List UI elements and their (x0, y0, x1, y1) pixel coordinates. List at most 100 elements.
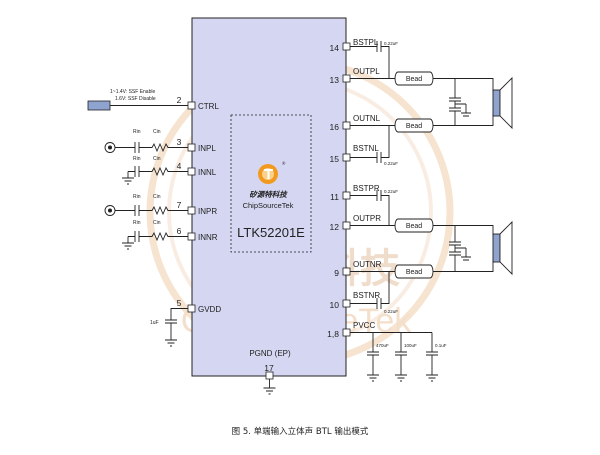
rin-label: Rin (133, 129, 141, 135)
rin-label: Rin (133, 194, 141, 200)
ground-icon (395, 374, 407, 382)
pin-name: BSTPL (353, 38, 379, 47)
pin-name: CTRL (198, 102, 219, 111)
pvcc-cap-label: 100uF (404, 343, 417, 348)
pin-name: OUTPR (353, 214, 381, 223)
pin-box (187, 143, 196, 152)
pin-number: 11 (330, 192, 339, 202)
speaker-icon (492, 89, 501, 117)
pin-box (342, 221, 351, 230)
boot-cap-label: 0.22uF (384, 309, 398, 314)
pin-name: BSTPR (353, 184, 380, 193)
pin-number: 9 (334, 268, 339, 278)
bead-label: Bead (406, 223, 422, 230)
pin-name: OUTNR (353, 260, 382, 269)
pin-name: INNR (198, 233, 218, 242)
pin-box (187, 304, 196, 313)
cin-label: Cin (153, 220, 161, 226)
ground-icon (263, 387, 276, 395)
pin-box (265, 371, 274, 380)
pin-box (342, 74, 351, 83)
ctrl-note-1: 1~1.4V: SSF Enable (110, 89, 155, 95)
chip-logo: ® 矽源特科技 ChipSourceTek (243, 160, 294, 210)
ctrl-input-port (87, 100, 111, 111)
ground-icon (461, 248, 471, 261)
pin-box (342, 191, 351, 200)
rin-label: Rin (133, 220, 141, 226)
boot-cap-label: 0.22uF (384, 161, 398, 166)
logo-registered: ® (282, 160, 286, 166)
gvdd-cap-label: 1uF (150, 320, 159, 326)
exposed-pad-outline (230, 114, 312, 253)
ferrite-bead-icon (394, 71, 434, 86)
gvdd-circuit: 1uF (150, 308, 188, 347)
pvcc-circuit: 470uF 100uF 0.1uF (350, 332, 447, 382)
pin-number: 10 (330, 300, 340, 310)
pin-name: INPR (198, 207, 217, 216)
pin-number: 1,8 (327, 329, 339, 339)
pin-number: 13 (330, 75, 340, 85)
pin-name: INNL (198, 168, 217, 177)
pin-box (342, 299, 351, 308)
pin-number: 4 (177, 161, 182, 171)
logo-cn: 矽源特科技 (249, 190, 288, 199)
pin-name: PVCC (353, 321, 375, 330)
speaker-icon (492, 233, 501, 263)
bead-label: Bead (406, 76, 422, 83)
input-right: Rin Cin Rin Cin (104, 194, 188, 250)
pin-name: GVDD (198, 305, 221, 314)
ground-icon (426, 374, 438, 382)
pin-number: 14 (330, 43, 340, 53)
boot-cap-label: 0.22uF (384, 189, 398, 194)
pin-box (187, 101, 196, 110)
logo-en: ChipSourceTek (243, 201, 294, 210)
pin-box (342, 42, 351, 51)
pin-number: 12 (330, 222, 340, 232)
pvcc-cap-label: 470uF (376, 343, 389, 348)
pin-number: 17 (264, 363, 274, 373)
pin-number: 15 (330, 154, 340, 164)
pgnd-label: PGND (EP) (249, 349, 291, 358)
pin-box (342, 153, 351, 162)
pin-box (187, 206, 196, 215)
ground-icon (367, 374, 379, 382)
ground-icon (122, 171, 134, 185)
speaker-cone-icon (499, 76, 513, 130)
ctrl-note-2: 1.6V: SSF Disable (115, 96, 156, 102)
pin-box (342, 328, 351, 337)
pin-number: 3 (177, 137, 182, 147)
pin-box (187, 167, 196, 176)
pin-box (342, 267, 351, 276)
pin-name: BSTNL (353, 144, 379, 153)
cin-label: Cin (153, 129, 161, 135)
right-pins: 14 13 16 15 11 12 9 10 1,8 BSTPL OUTPL O… (327, 38, 381, 339)
cin-label: Cin (153, 194, 161, 200)
chip-body (191, 17, 347, 377)
pin-number: 5 (177, 298, 182, 308)
pgnd-pin: 17 (263, 363, 276, 395)
boot-cap-label: 0.22uF (384, 41, 398, 46)
pin-number: 7 (177, 200, 182, 210)
bead-label: Bead (406, 269, 422, 276)
rin-label: Rin (133, 156, 141, 162)
output-left: 0.22uF 0.22uF Bead Bead (350, 41, 513, 166)
pin-number: 6 (177, 226, 182, 236)
ferrite-bead-icon (394, 264, 434, 279)
pin-name: INPL (198, 144, 216, 153)
pin-name: OUTPL (353, 67, 380, 76)
output-right: 0.22uF 0.22uF Bead Bead (350, 189, 513, 314)
speaker-cone-icon (499, 220, 513, 276)
cin-label: Cin (153, 156, 161, 162)
bead-label: Bead (406, 123, 422, 130)
pin-name: BSTNR (353, 291, 380, 300)
ctrl-circuit: 1~1.4V: SSF Enable 1.6V: SSF Disable (87, 89, 188, 111)
pin-number: 2 (177, 95, 182, 105)
part-number: LTK52201E (237, 225, 305, 240)
pvcc-cap-label: 0.1uF (435, 343, 447, 348)
pin-box (342, 121, 351, 130)
pin-number: 16 (330, 122, 340, 132)
ferrite-bead-icon (394, 218, 434, 233)
figure-caption: 图 5. 单端输入立体声 BTL 输出模式 (231, 427, 369, 437)
